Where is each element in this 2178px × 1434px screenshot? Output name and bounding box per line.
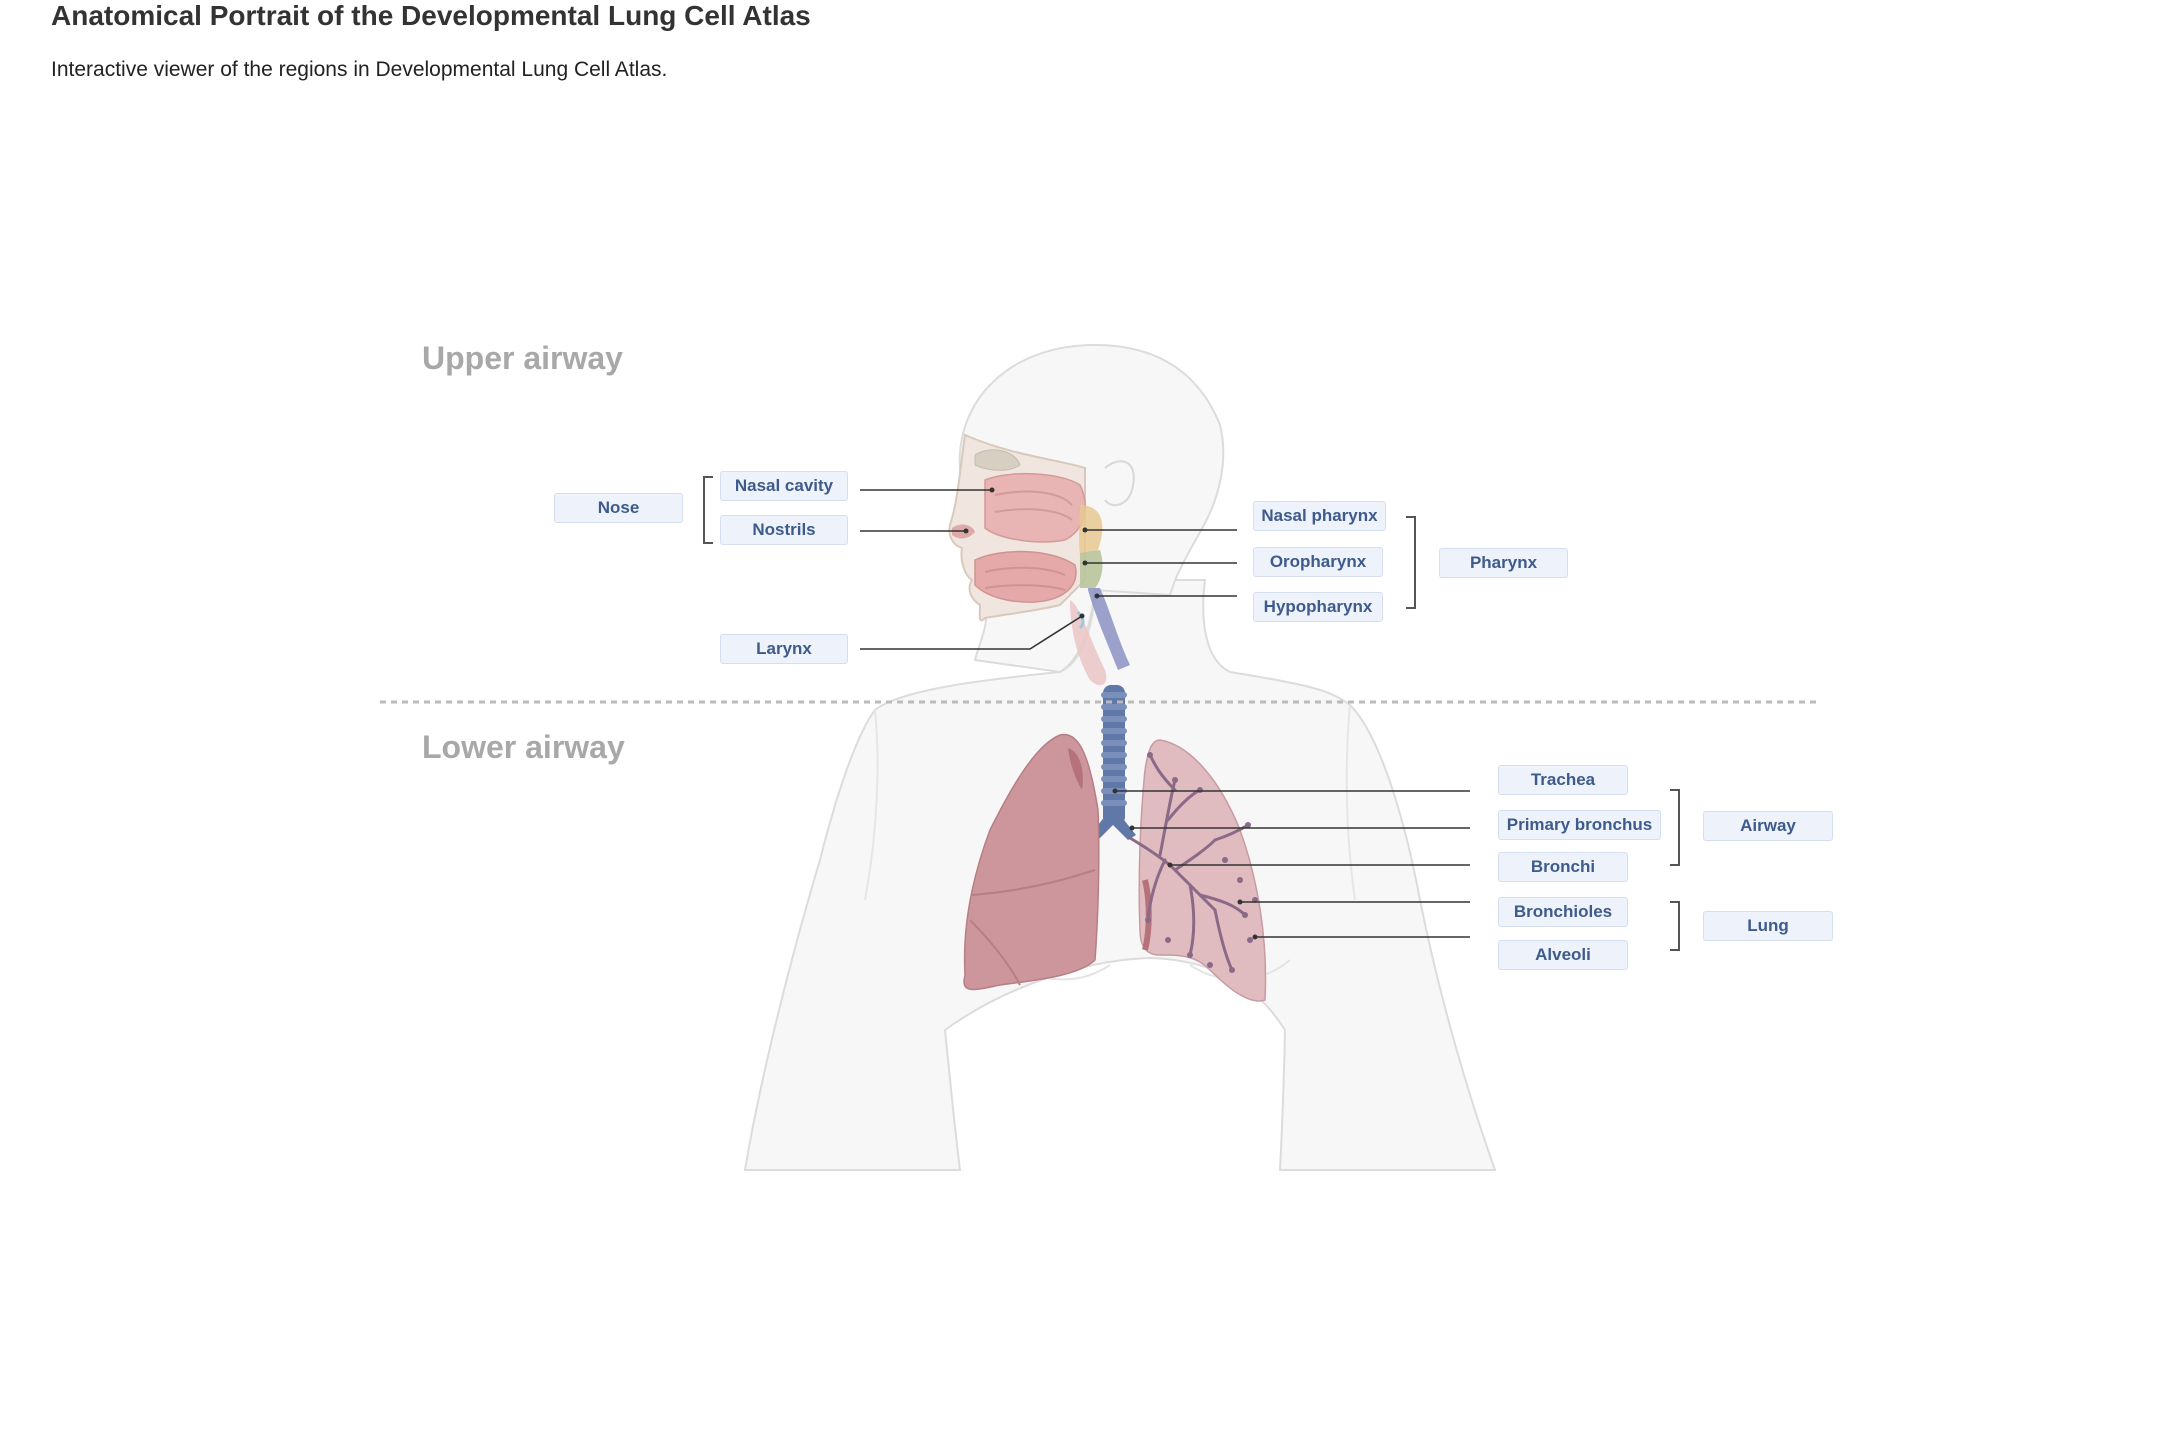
- page-title: Anatomical Portrait of the Developmental…: [51, 0, 811, 31]
- right-lung-shape: [963, 733, 1100, 991]
- body-silhouette: [743, 579, 1497, 1171]
- primary-bronchi-shape: [1090, 815, 1136, 840]
- region-button-nostrils[interactable]: Nostrils: [720, 515, 848, 545]
- airway-bracket: [1670, 789, 1680, 866]
- oropharynx-shape: [1080, 550, 1103, 588]
- alveoli-dots: [1145, 752, 1258, 973]
- region-button-bronchi[interactable]: Bronchi: [1498, 852, 1628, 882]
- tongue-shape: [974, 550, 1077, 603]
- region-button-oropharynx[interactable]: Oropharynx: [1253, 547, 1383, 577]
- region-button-lung[interactable]: Lung: [1703, 911, 1833, 941]
- region-button-nose[interactable]: Nose: [554, 493, 683, 523]
- hypopharynx-shape: [1088, 588, 1130, 670]
- page-subtitle: Interactive viewer of the regions in Dev…: [51, 58, 668, 81]
- region-button-bronchioles[interactable]: Bronchioles: [1498, 897, 1628, 927]
- pharynx-bracket: [1406, 516, 1416, 609]
- region-button-pharynx[interactable]: Pharynx: [1439, 548, 1568, 578]
- region-button-nasal-pharynx[interactable]: Nasal pharynx: [1253, 501, 1386, 531]
- region-button-hypopharynx[interactable]: Hypopharynx: [1253, 592, 1383, 622]
- region-button-airway[interactable]: Airway: [1703, 811, 1833, 841]
- lower-airway-title: Lower airway: [422, 729, 625, 765]
- upper-airway-title: Upper airway: [422, 340, 623, 376]
- region-button-primary-bronchus[interactable]: Primary bronchus: [1498, 810, 1661, 840]
- region-button-nasal-cavity[interactable]: Nasal cavity: [720, 471, 848, 501]
- lung-bracket: [1670, 901, 1680, 951]
- larynx-shape: [1070, 600, 1107, 686]
- trachea-shape: [1101, 685, 1127, 825]
- nasal-cavity-shape: [984, 472, 1086, 543]
- ear: [1104, 460, 1135, 507]
- region-button-larynx[interactable]: Larynx: [720, 634, 848, 664]
- region-button-trachea[interactable]: Trachea: [1498, 765, 1628, 795]
- region-button-alveoli[interactable]: Alveoli: [1498, 940, 1628, 970]
- larynx-leader: [860, 615, 1083, 650]
- nose-bracket: [703, 476, 713, 544]
